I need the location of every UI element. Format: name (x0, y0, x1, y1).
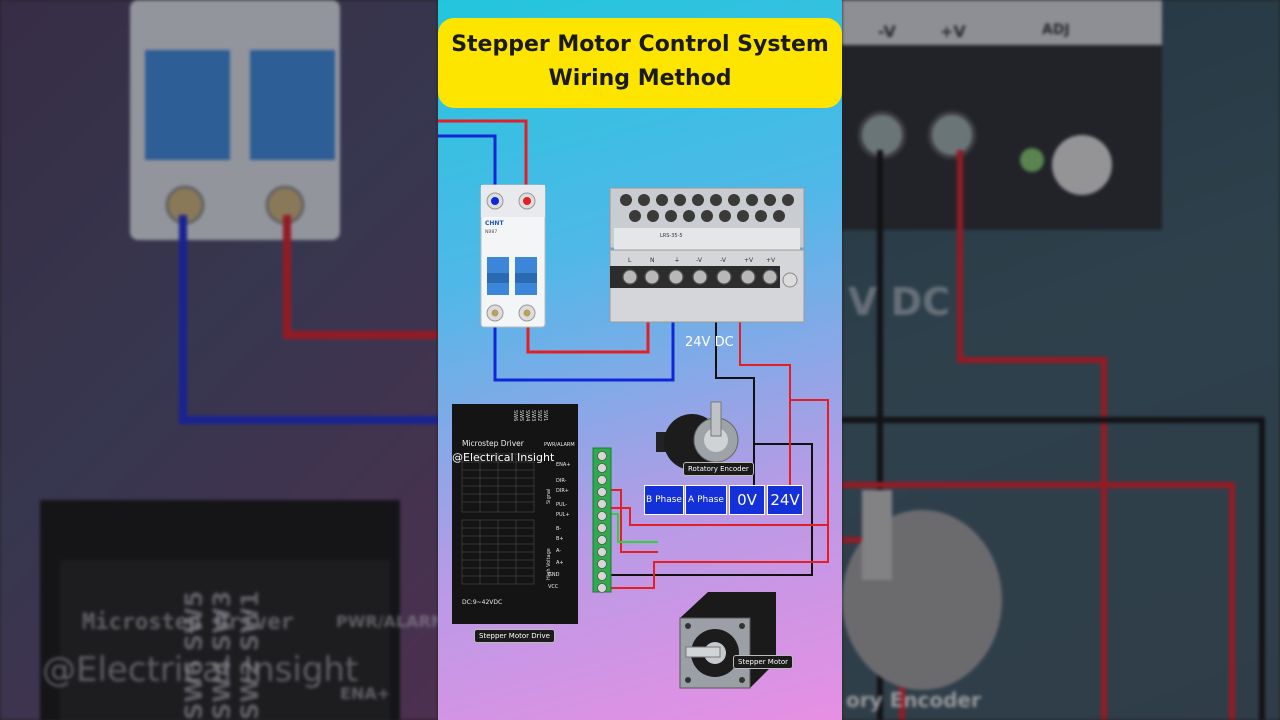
pin-label-vcc: VCC (548, 584, 559, 590)
wire-psu-24v-to-encoder (739, 292, 791, 486)
pin-label-gnd: GND (548, 572, 560, 578)
background-left-panel: SW6 SW5 SW4 SW3 SW2 SW1 Microstep Driver… (0, 0, 438, 720)
driver-label: Stepper Motor Drive (474, 629, 555, 643)
psu-terminal-plus-v-1: +V (744, 257, 754, 264)
background-plus-v: +V (940, 22, 966, 41)
driver-pin-labels: ENA+ DIR- DIR+ PUL- PUL+ B- B+ A- A+ GND… (548, 462, 571, 590)
encoder-terminal-24v: 24V (767, 485, 803, 515)
pin-label-dir-minus: DIR- (556, 478, 567, 484)
wire-supply-red (438, 119, 528, 200)
title-banner: Stepper Motor Control System Wiring Meth… (438, 18, 842, 108)
background-right-panel: V DC ory Encoder -V +V ADJ (842, 0, 1280, 720)
stepper-motor (679, 592, 776, 689)
pin-label-a-plus: A+ (556, 560, 564, 566)
psu-model: LRS-35-5 (660, 233, 683, 239)
dip-label-sw5: SW5 (518, 410, 524, 421)
background-dc-label: V DC (848, 280, 951, 324)
dip-label-sw4: SW4 (524, 410, 530, 421)
wiring-diagram-svg: CHNT NB87 (438, 119, 829, 689)
psu-terminal-minus-v-2: -V (720, 257, 727, 264)
pin-label-b-minus: B- (556, 526, 561, 532)
driver-settings-table (461, 453, 535, 585)
psu-terminal-l: L (628, 257, 632, 264)
wire-supply-blue (438, 134, 497, 200)
driver-title: Microstep Driver (462, 439, 525, 448)
background-pwr-label: PWR/ALARM (336, 612, 438, 631)
psu-terminal-labels: L N ⏚ -V -V +V +V (628, 257, 776, 264)
pin-label-pul-minus: PUL- (556, 502, 567, 508)
background-driver-title: Microstep Driver (82, 610, 294, 635)
title-line-2: Wiring Method (548, 66, 732, 91)
pin-label-b-plus: B+ (556, 536, 564, 542)
encoder-terminal-b-phase: B Phase (644, 485, 684, 515)
background-encoder-label: ory Encoder (846, 688, 981, 712)
wire-group (438, 119, 829, 589)
pin-label-ena: ENA+ (556, 462, 571, 468)
dip-label-sw1: SW1 (542, 410, 548, 421)
encoder-terminal-0v: 0V (729, 485, 765, 515)
psu-terminal-plus-v-2: +V (766, 257, 776, 264)
encoder-terminal-a-phase: A Phase (685, 485, 727, 515)
wire-encoder-a-to-pul (608, 507, 828, 526)
breaker-model: NB87 (485, 229, 497, 235)
encoder-label: Rotatory Encoder (683, 462, 754, 476)
psu-terminal-n: N (650, 257, 655, 264)
background-minus-v: -V (878, 22, 896, 41)
driver-high-voltage-label: High Voltage (546, 548, 552, 580)
pin-label-a-minus: A- (556, 548, 561, 554)
background-watermark: @Electrical Insight (42, 650, 359, 690)
psu-output-label: 24V DC (685, 335, 734, 350)
breaker-brand: CHNT (485, 220, 504, 227)
driver-dip-labels: SW6 SW5 SW4 SW3 SW2 SW1 (512, 410, 548, 421)
pin-label-pul-plus: PUL+ (556, 512, 570, 518)
psu-terminal-minus-v-1: -V (696, 257, 703, 264)
dip-label-sw2: SW2 (536, 410, 542, 421)
dip-label-sw3: SW3 (530, 410, 536, 421)
wire-breaker-to-psu-blue (493, 288, 675, 382)
stepper-driver: SW6 SW5 SW4 SW3 SW2 SW1 Microstep Driver… (452, 404, 578, 624)
wire-psu-24v-to-driver-vcc (610, 399, 829, 589)
driver-signal-label: Signal (546, 489, 552, 504)
background-left-art (40, 0, 438, 720)
pin-label-dir-plus: DIR+ (556, 488, 569, 494)
background-adj: ADJ (1042, 22, 1070, 38)
driver-terminal-block (592, 447, 612, 593)
wire-green-signal (608, 513, 658, 543)
background-right-art (842, 0, 1265, 720)
psu-terminal-ground: ⏚ (674, 257, 680, 264)
driver-voltage-range: DC:9~42VDC (462, 599, 502, 606)
watermark: @Electrical Insight (452, 451, 555, 464)
rotary-encoder (656, 401, 739, 470)
wiring-diagram-panel: Stepper Motor Control System Wiring Meth… (438, 0, 842, 720)
power-supply: LRS-35-5 L N ⏚ -V -V +V +V (609, 187, 805, 323)
title-line-1: Stepper Motor Control System (451, 32, 829, 57)
wire-dir-red (608, 489, 658, 553)
dip-label-sw6: SW6 (512, 410, 518, 421)
driver-pwr-alarm: PWR/ALARM (544, 442, 575, 448)
psu-vent-holes (620, 194, 794, 222)
background-ena-label: ENA+ (340, 684, 391, 703)
wire-psu-0v-to-driver-gnd (610, 378, 813, 576)
circuit-breaker: CHNT NB87 (480, 184, 546, 328)
motor-label: Stepper Motor (733, 655, 794, 669)
